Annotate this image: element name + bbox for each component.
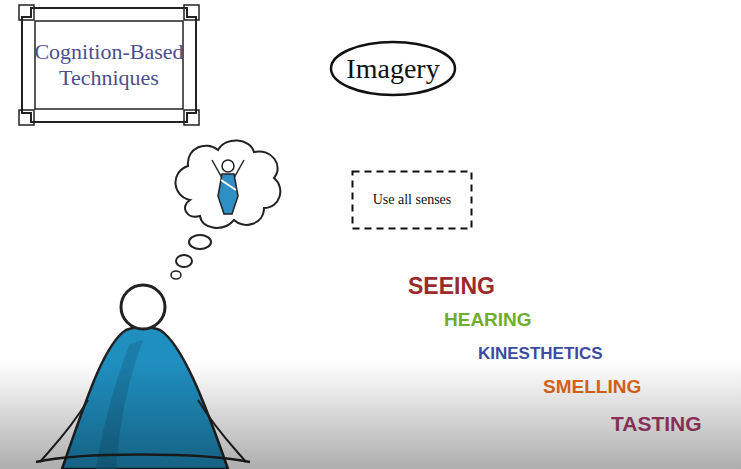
person-arm: [40, 400, 88, 462]
node-label: Cognition-Based Techniques: [29, 39, 189, 92]
person-arm: [198, 400, 246, 462]
dashed-border: [353, 172, 472, 229]
node-text-group: Cognition-Based Techniques: [29, 39, 189, 92]
frame-corner: [19, 5, 34, 20]
node-label: Use all senses: [357, 192, 467, 209]
person-shading: [96, 340, 143, 469]
person-head: [121, 285, 165, 329]
thought-puff: [176, 255, 192, 267]
topic-ellipse: Imagery: [329, 40, 457, 97]
note-box: Use all senses: [351, 170, 473, 230]
sense-word: KINESTHETICS: [478, 345, 603, 362]
sense-word: HEARING: [444, 310, 532, 329]
frame-corner: [19, 110, 34, 125]
figure-body: [218, 174, 238, 214]
node-label: Imagery: [333, 52, 453, 86]
node-text-group: Use all senses: [357, 192, 467, 209]
frame-inner-border: [35, 21, 183, 109]
frame-border: [22, 8, 196, 122]
frame-corner: [184, 110, 199, 125]
thought-puff: [171, 271, 181, 279]
sense-word: TASTING: [611, 413, 702, 434]
frame-corner: [184, 5, 199, 20]
person-robe: [62, 327, 228, 469]
sense-word: SEEING: [408, 275, 495, 298]
title-frame: Cognition-Based Techniques: [18, 4, 200, 126]
sense-word: SMELLING: [543, 377, 641, 396]
node-text-group: Imagery: [333, 52, 453, 86]
figure-sash: [221, 180, 236, 190]
thought-puff: [189, 235, 211, 249]
ellipse-border: [331, 42, 455, 95]
figure-head: [222, 160, 234, 172]
thought-cloud: [175, 140, 280, 227]
video-overlay: [0, 362, 741, 469]
person-lap: [36, 455, 250, 463]
